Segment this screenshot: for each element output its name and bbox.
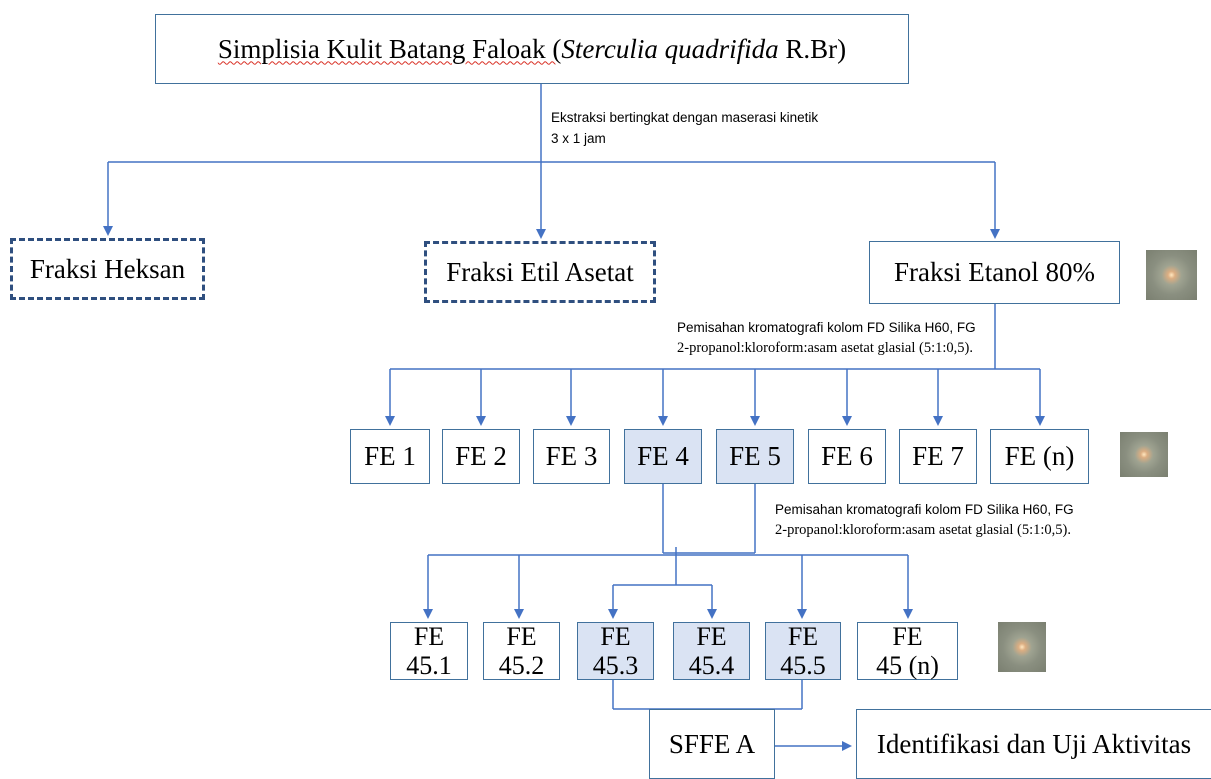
fe-6-node: FE 6 xyxy=(808,429,886,484)
fe-1-node: FE 1 xyxy=(350,429,430,484)
sffe-a-node: SFFE A xyxy=(649,709,775,779)
fe-2-node: FE 2 xyxy=(442,429,520,484)
root-node: Simplisia Kulit Batang Faloak (Sterculia… xyxy=(155,14,909,84)
identifikasi-node: Identifikasi dan Uji Aktivitas xyxy=(856,709,1211,779)
tlc-spot-image xyxy=(1120,432,1168,477)
extraction-note: Ekstraksi bertingkat dengan maserasi kin… xyxy=(551,110,819,146)
fe-7-node: FE 7 xyxy=(899,429,977,484)
fraksi-heksan-node: Fraksi Heksan xyxy=(10,238,205,300)
chromatography-note-1: Pemisahan kromatografi kolom FD Silika H… xyxy=(677,320,976,356)
fe-5-node: FE 5 xyxy=(716,429,794,484)
fe-4-node: FE 4 xyxy=(624,429,702,484)
tlc-spot-image xyxy=(998,622,1046,672)
fraksi-etil-asetat-node: Fraksi Etil Asetat xyxy=(424,241,656,303)
chromatography-note-2: Pemisahan kromatografi kolom FD Silika H… xyxy=(775,502,1074,538)
tlc-spot-image xyxy=(1146,250,1197,300)
fe-3-node: FE 3 xyxy=(533,429,610,484)
species-name: Sterculia quadrifida xyxy=(561,33,779,64)
fraksi-etanol-node: Fraksi Etanol 80% xyxy=(869,241,1120,304)
fe-n-node: FE (n) xyxy=(990,429,1089,484)
